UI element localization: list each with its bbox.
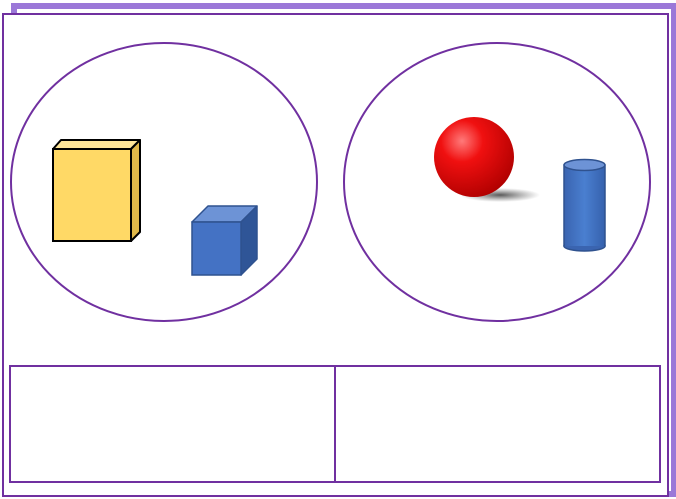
red-sphere-icon	[434, 117, 540, 202]
yellow-box-icon	[52, 139, 141, 242]
left-set-ellipse	[10, 42, 318, 322]
blue-cylinder-icon	[563, 158, 606, 252]
right-set-ellipse	[343, 42, 651, 322]
answer-box-right[interactable]	[334, 365, 661, 483]
answer-box-left[interactable]	[9, 365, 336, 483]
blue-cube-icon	[191, 205, 258, 276]
